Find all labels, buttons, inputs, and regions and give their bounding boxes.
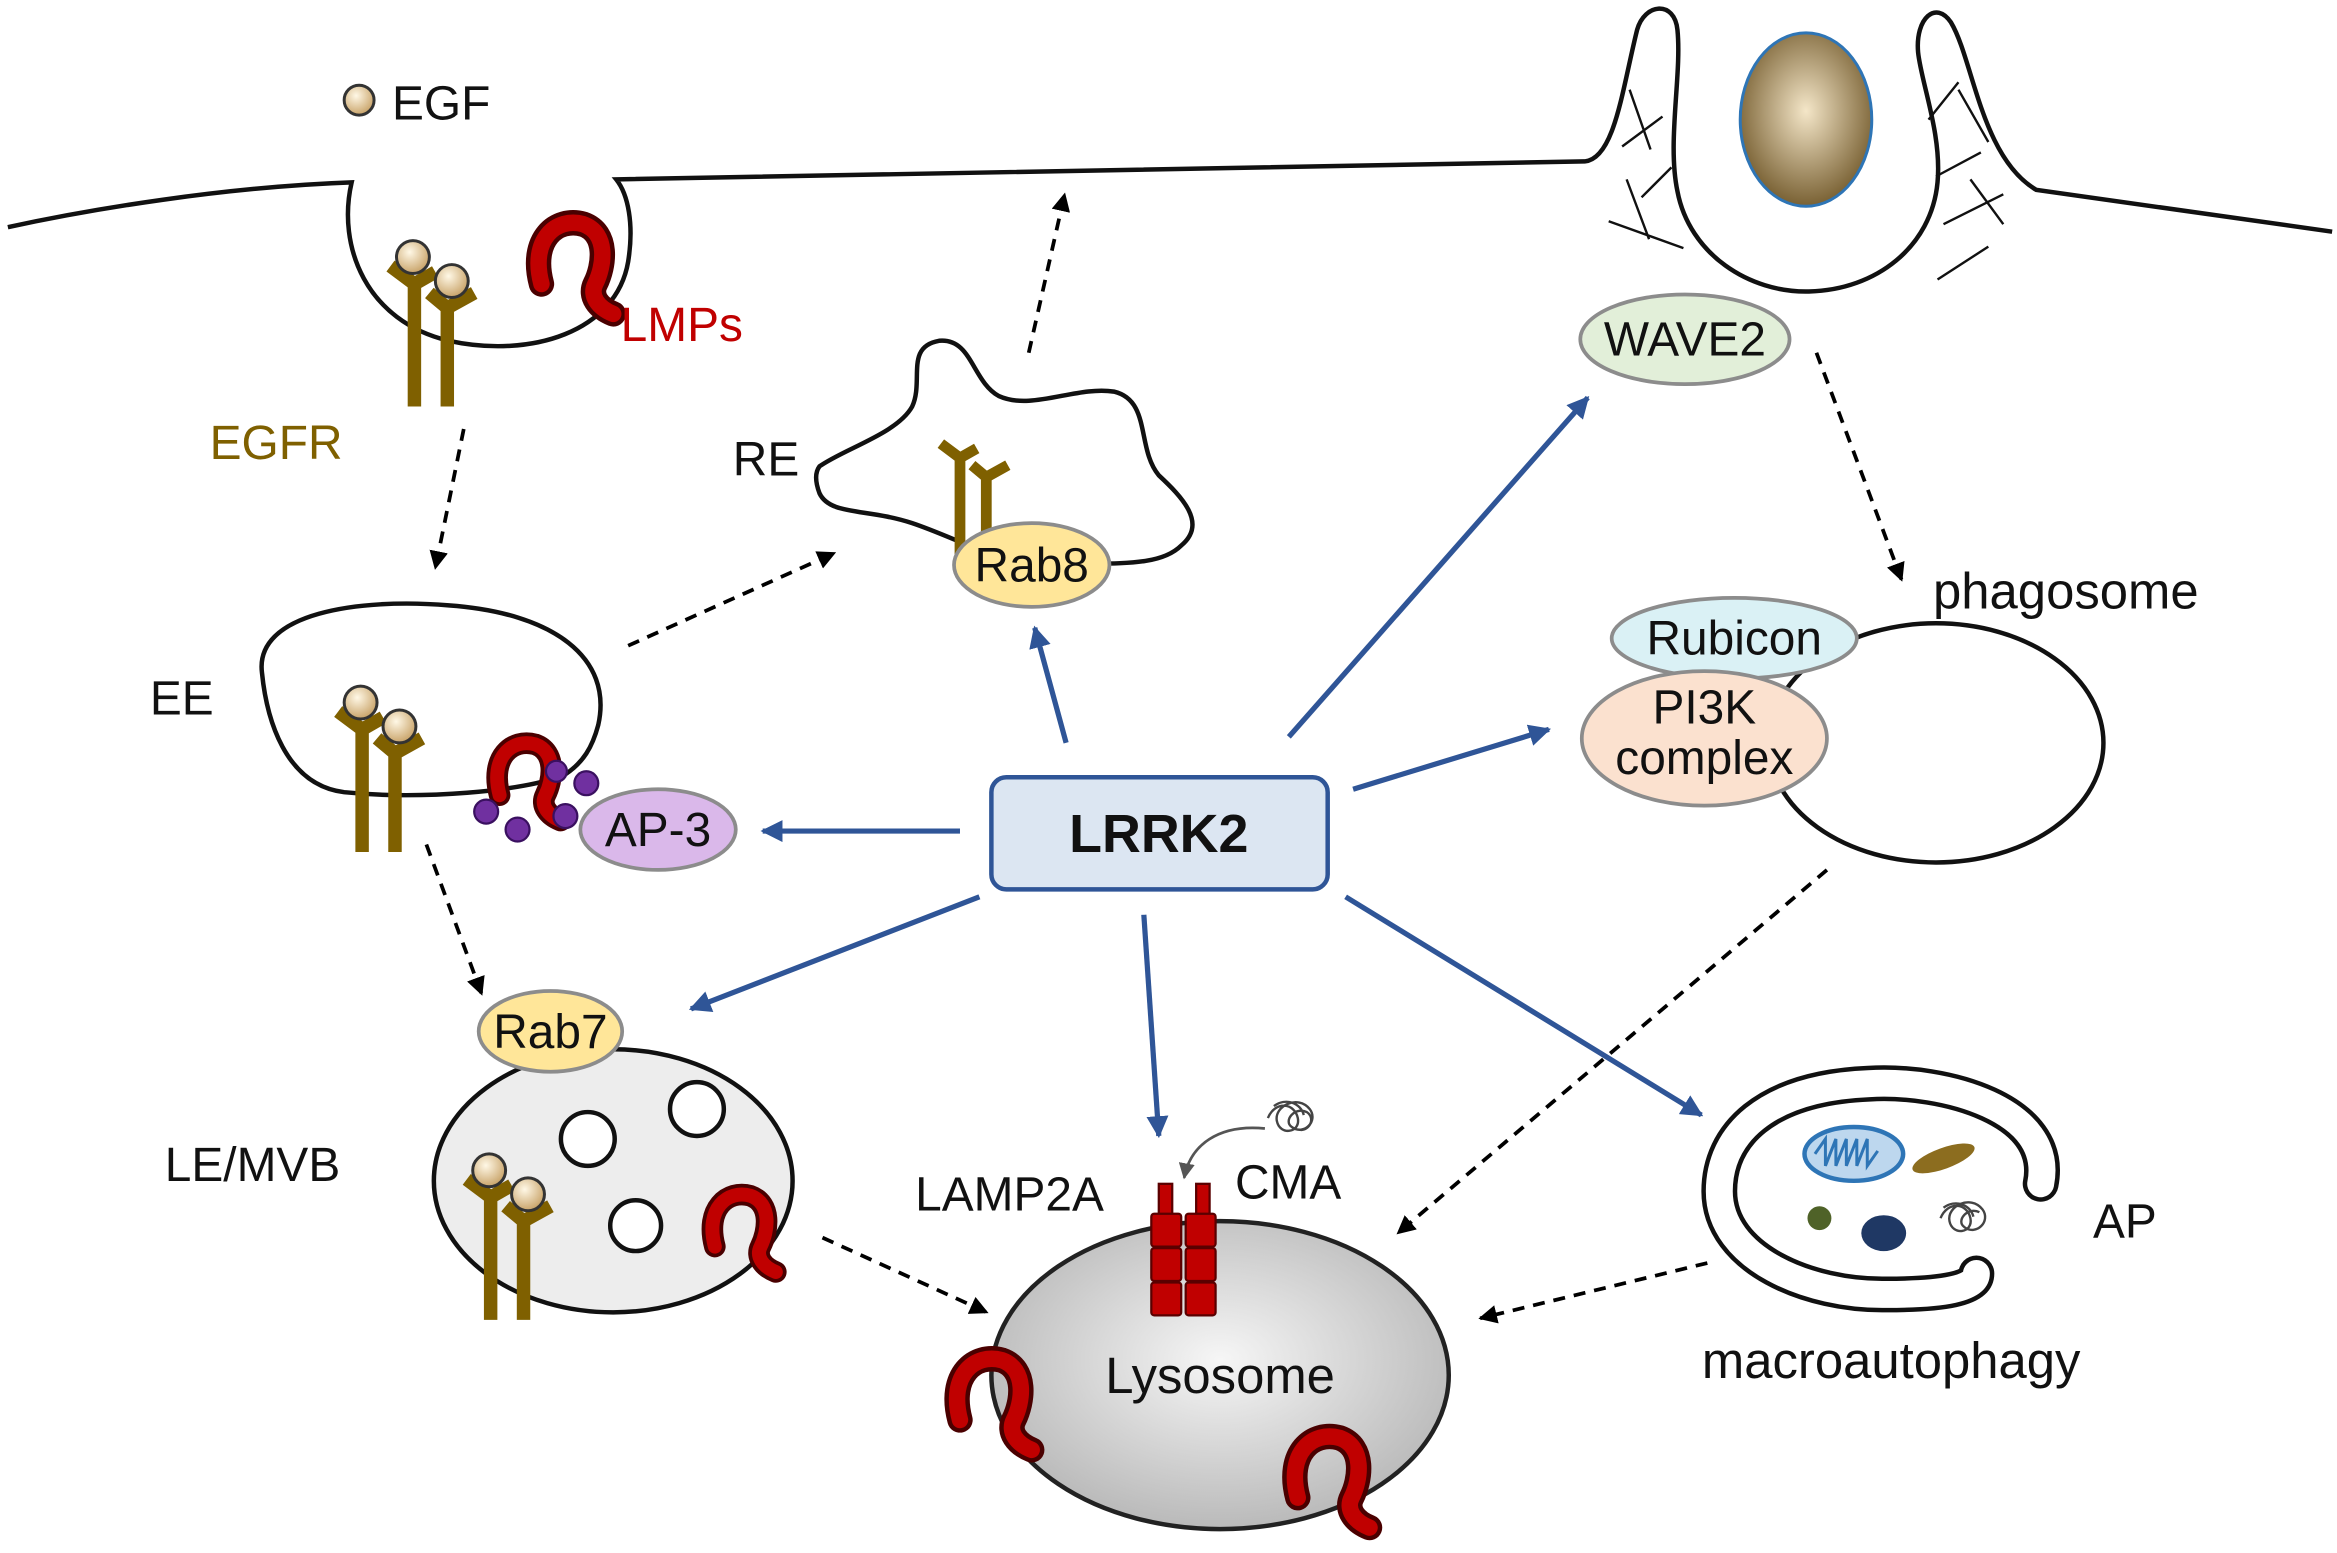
actin-filaments-right <box>1927 81 2005 281</box>
arrow-lrrk2-to-pi3k <box>1352 724 1552 792</box>
aggregate-tangle <box>1939 1201 1987 1233</box>
arrow-lrrk2-to-rab7 <box>688 894 981 1013</box>
plasma-membrane <box>7 6 2333 349</box>
rab8-protein <box>952 521 1112 609</box>
lmp-ee <box>497 743 560 820</box>
arrow-lrrk2-to-ap <box>1344 894 1704 1118</box>
arrow-pit-to-ee <box>429 428 466 570</box>
cargo-organelle <box>1912 1143 1975 1174</box>
lrrk2-label: LRRK2 <box>1069 804 1248 864</box>
ap-label: AP <box>2093 1196 2157 1249</box>
lmp-pit <box>539 223 614 314</box>
phagocytosed-particle <box>1738 31 1874 208</box>
egfr-receptor-ee <box>338 686 422 852</box>
lmps-label: LMPs <box>621 299 743 352</box>
rab7-label: Rab7 <box>493 1006 607 1059</box>
arrow-ee-to-re <box>627 551 837 648</box>
intraluminal-vesicle <box>667 1079 727 1139</box>
mitochondrion <box>1802 1124 1906 1184</box>
cargo-vesicle <box>1807 1206 1832 1231</box>
arrow-re-to-membrane <box>1026 192 1071 354</box>
cma-delivery-arrow <box>1178 1126 1266 1180</box>
rab7-protein <box>476 989 625 1074</box>
arrow-ee-to-le <box>424 843 485 996</box>
wave2-label: WAVE2 <box>1604 314 1766 367</box>
egf-legend-icon <box>342 83 376 117</box>
autophagosome <box>1701 1065 2060 1313</box>
ap3-protein <box>578 787 738 872</box>
arrow-le-to-lysosome <box>821 1235 989 1315</box>
wave2-protein <box>1578 292 1792 387</box>
complex-label: complex <box>1615 732 1793 785</box>
arrow-lrrk2-to-rab8 <box>1029 625 1069 744</box>
ap3-label: AP-3 <box>605 804 711 857</box>
lysosome <box>989 1218 1451 1532</box>
pi3k-label: PI3K <box>1653 681 1757 734</box>
rubicon-label: Rubicon <box>1647 613 1822 666</box>
arrow-ap-to-lysosome <box>1478 1261 1708 1324</box>
ee-label: EE <box>150 672 214 725</box>
rab8-label: Rab8 <box>975 539 1089 592</box>
ap3-coat-dots <box>473 759 600 843</box>
macroautophagy-label: macroautophagy <box>1702 1332 2081 1389</box>
lamp2a-label: LAMP2A <box>915 1169 1104 1222</box>
re-label: RE <box>733 433 799 486</box>
cargo-vesicle <box>1861 1215 1907 1252</box>
arrow-wave2-to-phagosome <box>1814 352 1905 582</box>
arrow-lrrk2-to-wave2 <box>1286 395 1590 739</box>
actin-filaments-left <box>1608 89 1684 250</box>
cma-substrate-tangle <box>1266 1100 1314 1132</box>
intraluminal-vesicle <box>607 1198 664 1254</box>
intraluminal-vesicle <box>558 1109 617 1169</box>
recycling-endosome <box>813 338 1195 568</box>
le-mvb-label: LE/MVB <box>165 1139 340 1192</box>
cma-label: CMA <box>1235 1157 1341 1210</box>
egfr-label: EGFR <box>210 417 343 470</box>
phagosome-label: phagosome <box>1933 562 2199 619</box>
pi3k-complex-protein <box>1579 669 1829 808</box>
early-endosome <box>259 601 603 798</box>
lrrk2-box <box>989 775 1330 892</box>
lamp2a-receptor <box>1150 1182 1217 1317</box>
arrow-lrrk2-to-lysosome <box>1141 914 1169 1139</box>
lysosome-label: Lysosome <box>1105 1347 1335 1404</box>
arrow-phagosome-to-lysosome <box>1396 868 1829 1235</box>
egf-label: EGF <box>392 78 490 131</box>
